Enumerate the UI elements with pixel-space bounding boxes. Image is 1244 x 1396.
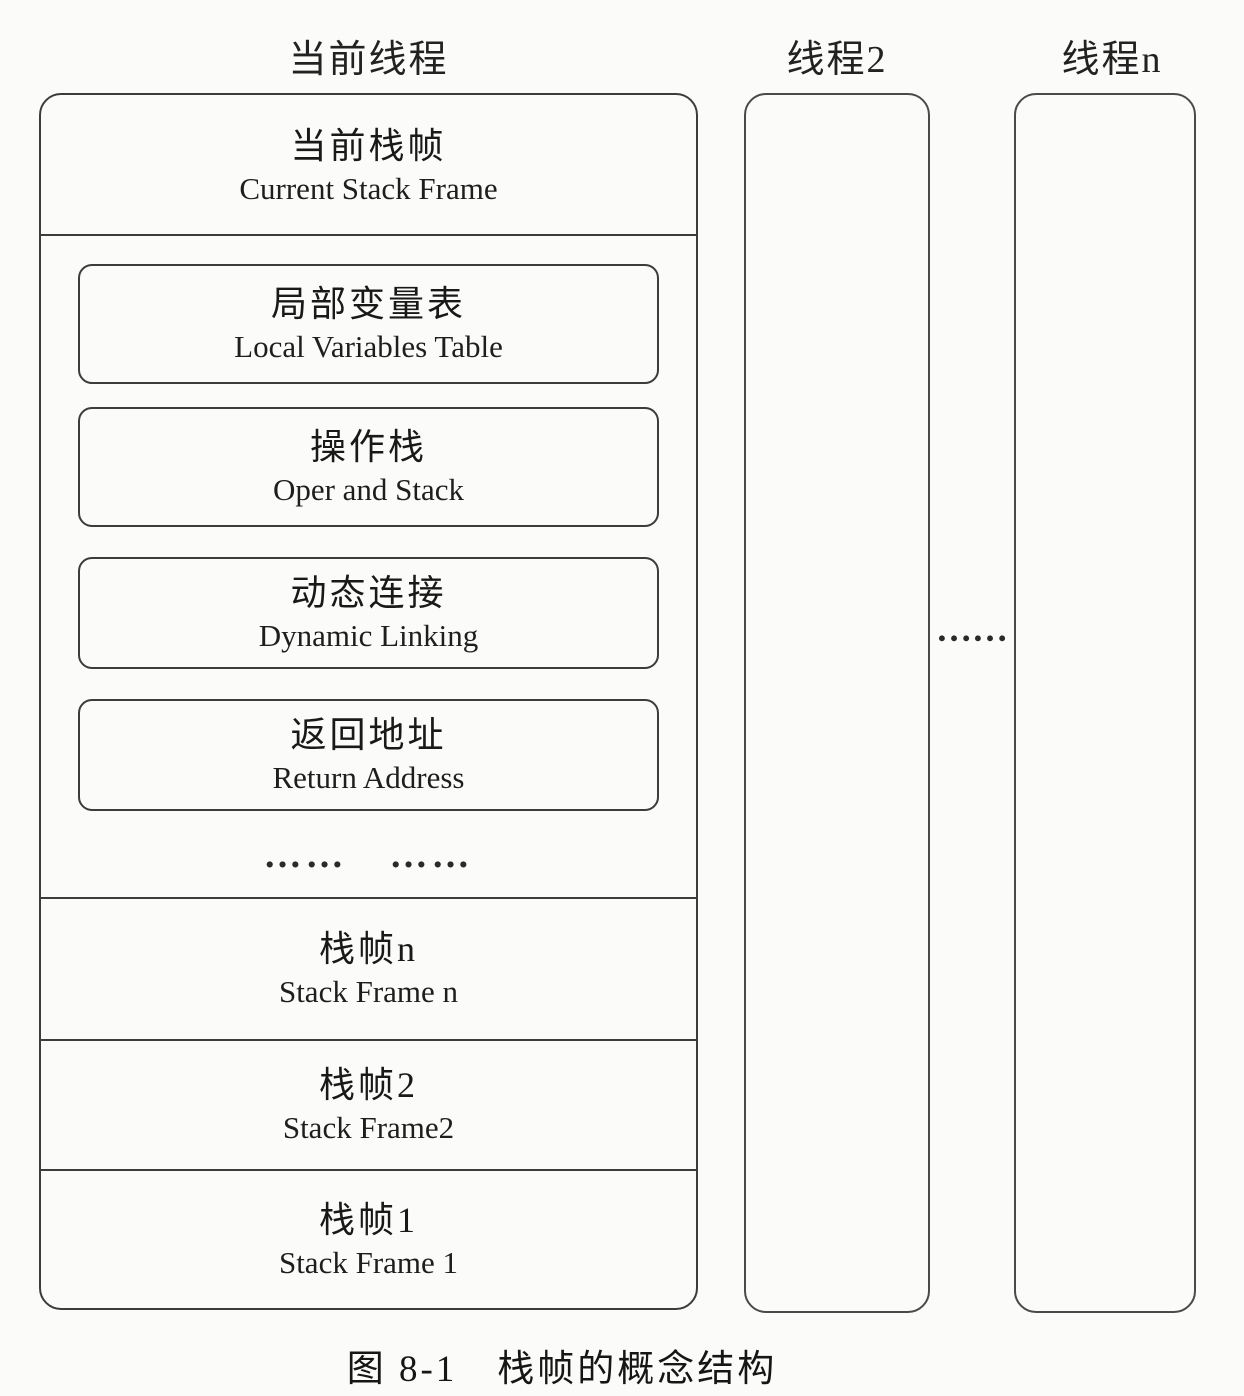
thread2-stack-box xyxy=(744,93,930,1313)
stack-frame-2-label-zh: 栈帧2 xyxy=(318,1065,418,1106)
stack-frame-n-label-en: Stack Frame n xyxy=(278,974,459,1010)
dynamic-linking-label-zh: 动态连接 xyxy=(290,573,447,614)
dynamic-linking-label-en: Dynamic Linking xyxy=(258,618,479,654)
section-divider-current-frame xyxy=(41,234,696,236)
current-thread-label: 当前线程 xyxy=(288,39,449,81)
threads-ellipsis: …… xyxy=(936,609,1008,649)
dynamic-linking-box: 动态连接 Dynamic Linking xyxy=(78,557,659,669)
operand-stack-box: 操作栈 Oper and Stack xyxy=(78,407,659,527)
local-variables-table-label-en: Local Variables Table xyxy=(234,329,503,365)
return-address-label-zh: 返回地址 xyxy=(290,715,447,756)
return-address-box: 返回地址 Return Address xyxy=(78,699,659,811)
stack-frame-2-section: 栈帧2 Stack Frame2 xyxy=(41,1041,696,1169)
stack-frame-1-label-en: Stack Frame 1 xyxy=(278,1244,459,1280)
current-stack-frame-title-en: Current Stack Frame xyxy=(239,170,498,206)
stack-frame-n-section: 栈帧n Stack Frame n xyxy=(41,899,696,1039)
local-variables-table-box: 局部变量表 Local Variables Table xyxy=(78,264,659,384)
section-divider-stack-frame-n xyxy=(41,897,696,899)
threadn-stack-box xyxy=(1014,93,1196,1313)
section-divider-stack-frame-2 xyxy=(41,1039,696,1041)
section-divider-stack-frame-1 xyxy=(41,1169,696,1171)
frame-parts-ellipsis: …… …… xyxy=(263,834,474,876)
figure-caption: 图 8-1 栈帧的概念结构 xyxy=(346,1349,778,1390)
threadn-label: 线程n xyxy=(1061,39,1163,81)
current-stack-frame-section: 当前栈帧 Current Stack Frame xyxy=(41,97,696,234)
stack-frame-2-label-en: Stack Frame2 xyxy=(282,1110,455,1146)
thread2-label: 线程2 xyxy=(786,39,888,81)
stack-frame-n-label-zh: 栈帧n xyxy=(318,929,418,970)
operand-stack-label-zh: 操作栈 xyxy=(309,427,427,468)
stack-frame-1-section: 栈帧1 Stack Frame 1 xyxy=(41,1171,696,1308)
return-address-label-en: Return Address xyxy=(272,760,465,796)
local-variables-table-label-zh: 局部变量表 xyxy=(270,284,466,325)
current-stack-frame-title-zh: 当前栈帧 xyxy=(290,125,447,166)
stack-frame-1-label-zh: 栈帧1 xyxy=(318,1199,418,1240)
current-thread-stack-box: 当前栈帧 Current Stack Frame 局部变量表 Local Var… xyxy=(39,93,698,1310)
operand-stack-label-en: Oper and Stack xyxy=(272,472,465,508)
